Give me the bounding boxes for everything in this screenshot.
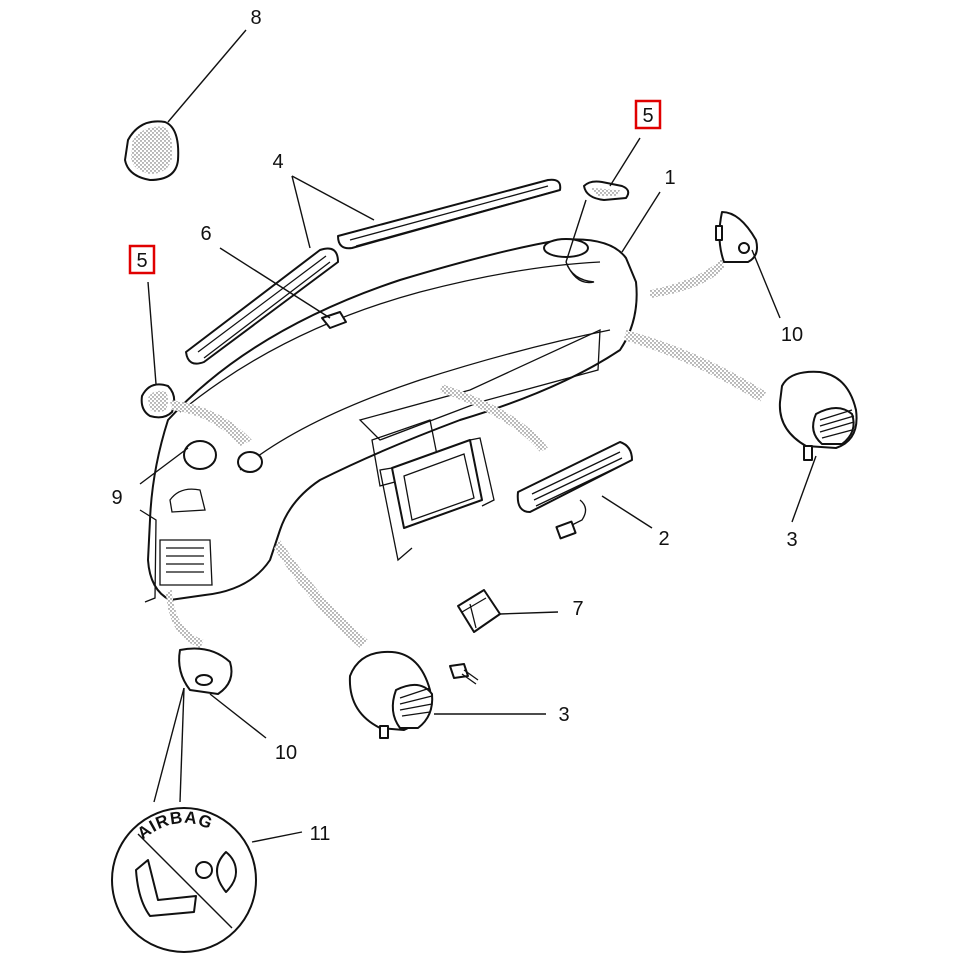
- callout-8: 8: [250, 7, 261, 29]
- callout-2: 2: [658, 528, 669, 550]
- center-air-vent-part-2: [516, 441, 633, 540]
- trim-cover-part-5-upper: [583, 180, 630, 201]
- dashboard-body-part-1: [139, 238, 638, 603]
- air-vent-part-3-right: [778, 370, 858, 461]
- callout-10-lower: 10: [275, 742, 297, 764]
- end-cap-part-10-left: [178, 647, 233, 695]
- explosion-guide-shading: [166, 258, 766, 648]
- callout-3-lower: 3: [558, 704, 569, 726]
- callout-5-lower: 5: [136, 250, 147, 272]
- callout-3-right: 3: [786, 529, 797, 551]
- callout-5-lower-highlight: [128, 244, 156, 275]
- callout-7: 7: [572, 598, 583, 620]
- screw-fastener: [449, 663, 479, 685]
- trim-cover-part-5-lower: [140, 383, 176, 419]
- callout-9: 9: [111, 487, 122, 509]
- callout-11: 11: [310, 823, 331, 845]
- airbag-warning-label-part-11: AIRBAG: [111, 807, 257, 953]
- callout-5-upper-highlight: [634, 99, 662, 130]
- center-bracket-frame: [379, 437, 495, 562]
- air-vent-part-3-lower: [348, 650, 434, 739]
- callout-5-upper: 5: [642, 105, 653, 127]
- bracket-part-7: [457, 589, 501, 633]
- end-cap-part-10-right: [715, 211, 758, 263]
- callout-1: 1: [664, 167, 675, 189]
- callout-labels: 8 4 5 1 6 5 10 9 3 2 7 3 10 11: [111, 7, 803, 845]
- speaker-cover-part-8: [124, 120, 180, 181]
- defroster-grille-part-4-right: [337, 178, 562, 250]
- callout-10-upper: 10: [781, 324, 803, 346]
- callout-4: 4: [272, 151, 283, 173]
- callout-6: 6: [200, 223, 211, 245]
- defroster-grille-part-4-left: [185, 247, 339, 365]
- leader-lines: [139, 29, 817, 843]
